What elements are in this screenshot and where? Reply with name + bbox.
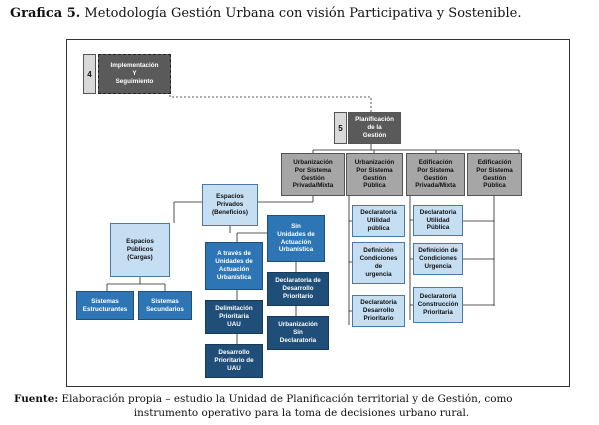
figure-title-text: Metodología Gestión Urbana con visión Pa…	[84, 6, 522, 21]
urbanizacion-privada-box: Urbanización Por Sistema Gestión Privada…	[281, 153, 345, 196]
figure-label: Grafica 5.	[10, 6, 81, 21]
edif-utilidad-publica-box: Declaratoria Utilidad Pública	[413, 205, 463, 236]
edif-condiciones-urgencia-box: Definición de Condiciones Urgencia	[413, 243, 463, 275]
sin-uau-box: Sin Unidades de Actuación Urbanística	[267, 215, 325, 262]
implementacion-box: Implementación Y Seguimiento	[98, 54, 171, 94]
planificacion-box: Planificación de la Gestión	[348, 112, 401, 144]
utilidad-publica-box: Declaratoria Utilidad pública	[352, 205, 405, 237]
figure-title: Grafica 5. Metodología Gestión Urbana co…	[10, 6, 521, 21]
a-traves-uau-box: A través de Unidades de Actuación Urbaní…	[205, 242, 263, 290]
espacios-privados-box: Espacios Privados (Beneficios)	[202, 184, 258, 226]
caption-label: Fuente:	[14, 393, 59, 405]
edificacion-privada-box: Edificación Por Sistema Gestión Privada/…	[406, 153, 465, 196]
figure-caption: Fuente: Elaboración propia – estudio la …	[14, 393, 589, 420]
delimitacion-uau-box: Delimitación Prioritaria UAU	[205, 300, 263, 334]
urbanizacion-sin-declaratoria-box: Urbanización Sin Declaratoria	[267, 316, 329, 350]
caption-line-2: instrumento operativo para la toma de de…	[133, 406, 470, 419]
declaratoria-desarrollo-box: Declaratoria de Desarrollo Prioritario	[267, 272, 329, 306]
sistemas-secundarios-box: Sistemas Secundarios	[138, 291, 192, 320]
condiciones-urgencia-box: Definición Condiciones de urgencia	[352, 242, 405, 284]
desarrollo-uau-box: Desarrollo Prioritario de UAU	[205, 344, 263, 378]
sistemas-estructurantes-box: Sistemas Estructurantes	[76, 291, 134, 320]
feedback-connector	[169, 75, 372, 112]
espacios-publicos-box: Espacios Públicos (Cargas)	[110, 223, 170, 277]
desarrollo-prioritario-box: Declaratoria Desarrollo Prioritario	[352, 295, 405, 327]
edificacion-publica-box: Edificación Por Sistema Gestión Pública	[467, 153, 522, 196]
caption-line-1: Elaboración propia – estudio la Unidad d…	[61, 393, 513, 405]
urbanizacion-publica-box: Urbanización Por Sistema Gestión Pública	[346, 153, 403, 196]
construccion-prioritaria-box: Declaratoria Construcción Prioritaria	[413, 287, 463, 323]
step-4-number: 4	[83, 54, 96, 94]
step-5-number: 5	[334, 112, 347, 144]
